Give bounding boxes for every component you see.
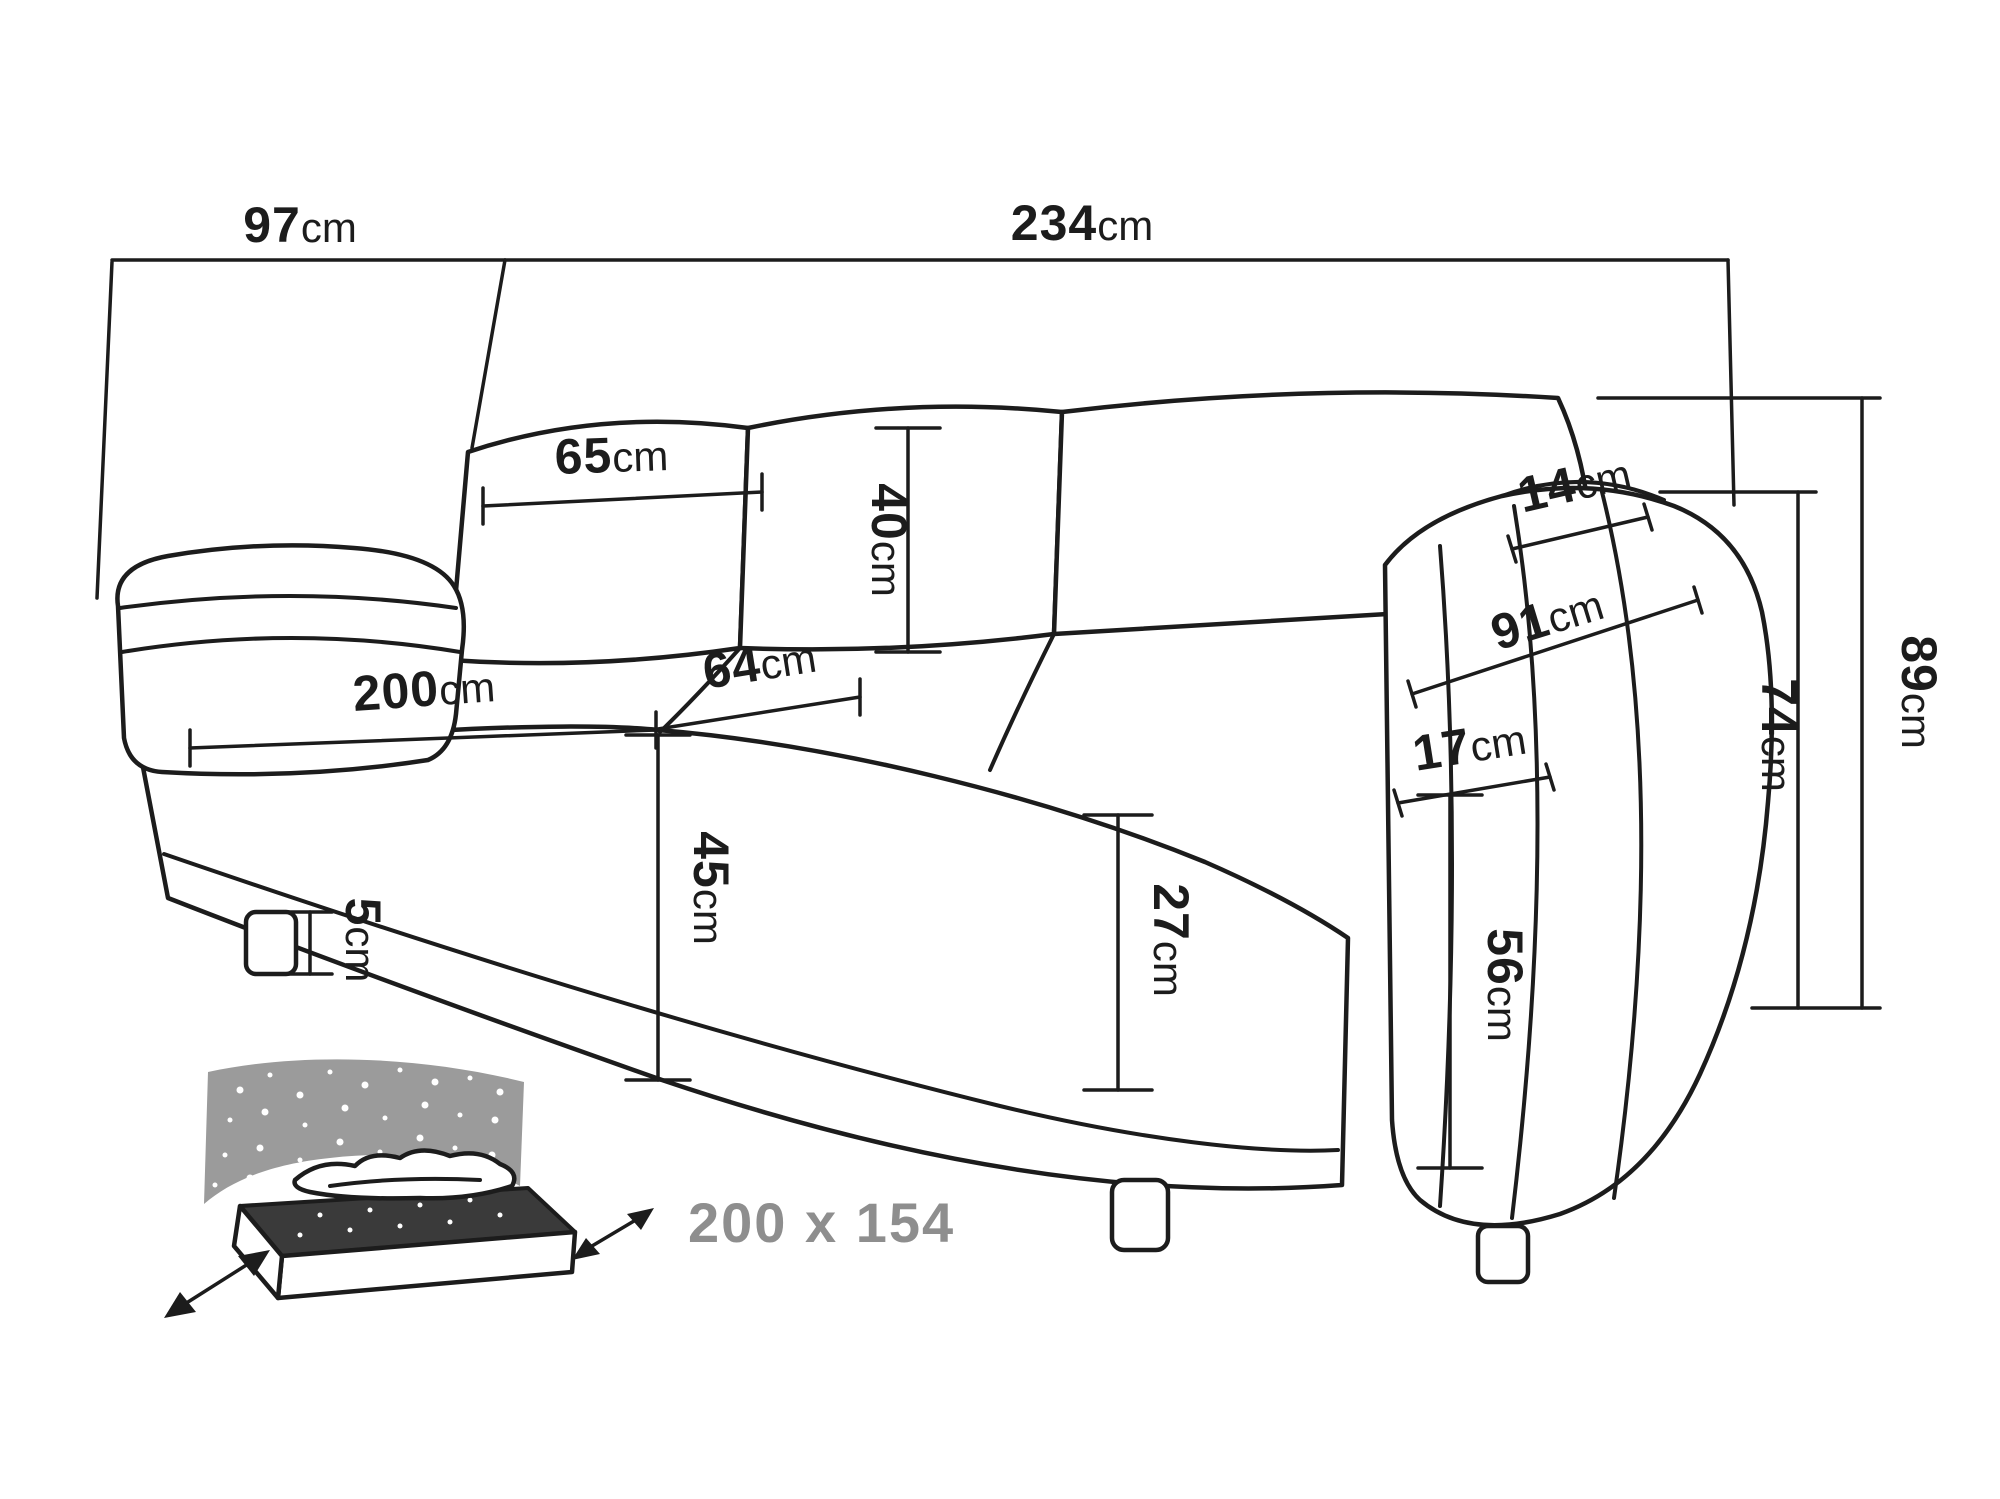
left-armrest-seam-1 [120, 636, 462, 654]
base-front-seam [162, 852, 1340, 1153]
sofa-drawing [115, 390, 1775, 1285]
sofa-leg-middle [1109, 1177, 1171, 1253]
dim-seat-depth-label: 64cm [699, 627, 820, 700]
dim-back-cushion-height-line [874, 426, 942, 654]
dim-armrest-depth-line [1406, 585, 1704, 709]
dim-armrest-top-label: 14cm [1513, 443, 1636, 523]
bed-box-side [231, 1203, 285, 1301]
dim-backrest-height-line [1658, 490, 1818, 1010]
seat-seam-right [988, 632, 1056, 772]
dim-seat-height-label: 45cm [683, 831, 739, 945]
starry-panel [204, 1059, 524, 1204]
dim-seat-front-height-line [1082, 813, 1154, 1092]
dimension-labels: 97cm 234cm 65cm 40cm 14cm 91cm 74cm 89cm… [243, 195, 1947, 1042]
seat-base [139, 724, 1351, 1191]
dim-seat-depth-line [656, 677, 862, 731]
left-armrest-seam-2 [118, 594, 458, 610]
dim-overall-width-label: 234cm [1011, 195, 1153, 251]
dimension-lines [95, 258, 1882, 1170]
dim-armrest-front-line [1392, 762, 1556, 818]
dim-overall-height-label: 89cm [1891, 635, 1947, 749]
dim-armrest-top-line [1506, 502, 1654, 564]
seat-seam-left [658, 646, 742, 734]
star-dots [212, 1067, 504, 1193]
dim-armrest-height-line [1416, 793, 1484, 1170]
bed-box-top-specks [297, 1197, 503, 1238]
dim-leg-height-line [286, 910, 334, 976]
dim-back-cushion-height-label: 40cm [861, 483, 917, 597]
duvet [292, 1148, 517, 1201]
dim-depth-label: 97cm [243, 197, 357, 253]
sleeping-area-label: 200 x 154 [688, 1191, 955, 1254]
unfold-arrow-left [164, 1250, 270, 1318]
dim-seat-front-height-label: 27cm [1143, 883, 1199, 997]
duvet-fold-line [328, 1176, 482, 1188]
right-armrest-top-band [1500, 480, 1666, 502]
unfold-arrow-right [572, 1208, 654, 1260]
dim-seat-height-line [624, 733, 692, 1082]
dim-overall-height-line [1596, 396, 1882, 1010]
sleeping-function-icon: 200 x 154 [164, 1059, 955, 1318]
sofa-leg-left [243, 909, 299, 977]
dim-depth-line [95, 258, 507, 600]
sofa-leg-right [1475, 1223, 1531, 1285]
dim-seat-width-label: 200cm [351, 656, 497, 722]
left-armrest [115, 543, 467, 777]
dim-overall-width-line [503, 258, 1736, 507]
dim-armrest-height-label: 56cm [1477, 928, 1533, 1042]
dim-backrest-height-label: 74cm [1751, 678, 1807, 792]
right-armrest-seam-1 [1438, 544, 1454, 1208]
dim-armrest-front-label: 17cm [1409, 709, 1530, 782]
right-armrest-seam-2 [1510, 504, 1540, 1220]
right-armrest-seam-3 [1600, 490, 1644, 1200]
dim-seat-width-line [188, 710, 658, 768]
dim-leg-height-label: 5cm [335, 898, 391, 983]
dim-back-cushion-width-line [481, 472, 764, 526]
dim-back-cushion-width-label: 65cm [554, 425, 670, 485]
